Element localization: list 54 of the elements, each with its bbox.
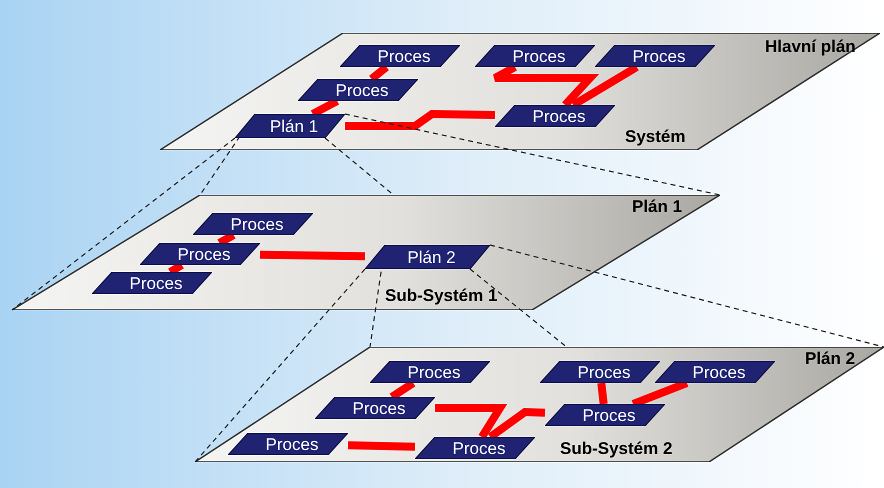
- connection-line: [348, 441, 416, 451]
- plane-title: Plán 1: [632, 198, 682, 215]
- process-parallelogram: [495, 105, 615, 127]
- projection-line: [490, 244, 884, 348]
- process-label: Proces: [582, 406, 636, 424]
- process-parallelogram: [475, 45, 595, 67]
- process-label: Proces: [128, 274, 182, 292]
- process-label: Proces: [352, 400, 406, 416]
- process-label: Proces: [452, 440, 506, 456]
- plane-subtitle: Sub-Systém 2: [560, 440, 672, 457]
- process-parallelogram: [365, 245, 490, 269]
- process-label: Proces: [334, 82, 388, 98]
- process-parallelogram: [655, 361, 775, 383]
- process-parallelogram: [315, 397, 435, 419]
- process-parallelogram: [595, 45, 715, 67]
- connection-line: [260, 250, 366, 260]
- process-parallelogram: [540, 361, 660, 383]
- process-parallelogram: [415, 437, 535, 459]
- plane-title: Plán 2: [805, 350, 856, 367]
- process-label: Proces: [264, 436, 318, 452]
- connection-line: [597, 382, 608, 404]
- process-label: Proces: [632, 48, 686, 64]
- projection-line: [344, 113, 720, 196]
- process-label: Plán 1: [268, 118, 318, 134]
- process-label: Proces: [376, 48, 430, 64]
- plane-panel: [160, 33, 880, 150]
- plane-subtitle: Sub-Systém 1: [385, 287, 498, 304]
- plane-title: Hlavní plán: [765, 38, 856, 55]
- process-label: Proces: [230, 216, 284, 232]
- process-parallelogram: [140, 243, 260, 265]
- projection-line: [470, 268, 567, 348]
- process-parallelogram: [340, 45, 460, 67]
- process-parallelogram: [228, 433, 348, 455]
- connection-line: [345, 110, 496, 130]
- process-parallelogram: [193, 213, 313, 235]
- process-label: Proces: [406, 364, 460, 380]
- projection-line: [324, 138, 394, 196]
- process-parallelogram: [92, 272, 212, 294]
- process-label: Proces: [532, 108, 586, 124]
- process-parallelogram: [545, 404, 665, 426]
- projection-line: [194, 268, 366, 462]
- process-label: Proces: [576, 364, 630, 380]
- process-label: Proces: [512, 48, 566, 64]
- projection-line: [12, 138, 236, 310]
- process-label: Proces: [176, 246, 230, 262]
- plane-panel: [12, 195, 720, 310]
- process-label: Plán 2: [406, 248, 456, 266]
- plane-panel: [195, 347, 884, 462]
- process-parallelogram: [370, 361, 490, 383]
- connection-line: [435, 404, 508, 440]
- process-parallelogram: [298, 79, 418, 101]
- process-parallelogram: [235, 114, 345, 138]
- process-label: Proces: [692, 364, 746, 380]
- plane-subtitle: Systém: [625, 128, 686, 145]
